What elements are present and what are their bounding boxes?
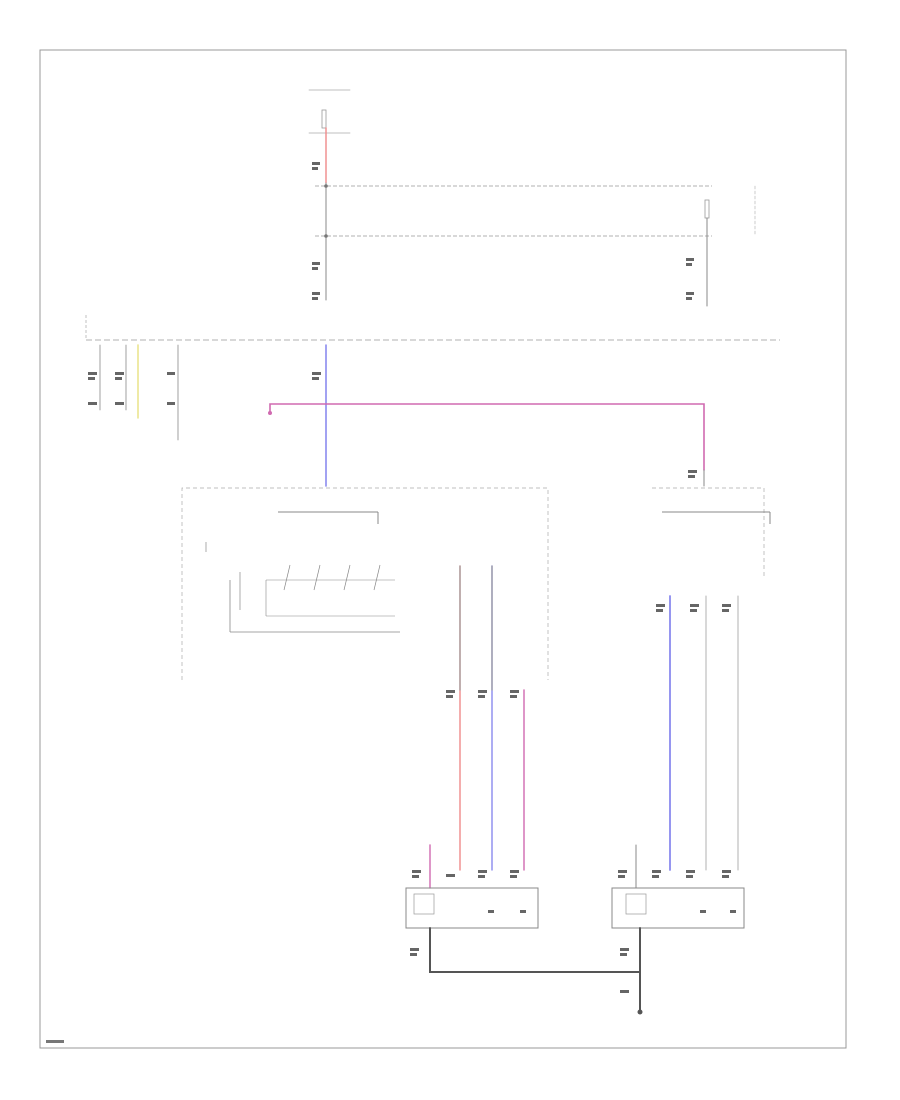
diagram-frame — [39, 49, 847, 1049]
fuse-right — [704, 185, 756, 307]
left-switch-bank — [205, 542, 400, 633]
wire-codes — [312, 162, 694, 300]
ground-terminal — [637, 1009, 643, 1015]
junction-left — [88, 344, 179, 441]
wire-ground-return — [429, 927, 641, 973]
left-motor — [405, 844, 539, 929]
wire-purple-crossover — [269, 403, 705, 471]
left-module-box — [181, 487, 549, 680]
right-module-box — [652, 487, 771, 578]
fuse-top — [308, 89, 351, 134]
right-motor — [611, 844, 745, 929]
